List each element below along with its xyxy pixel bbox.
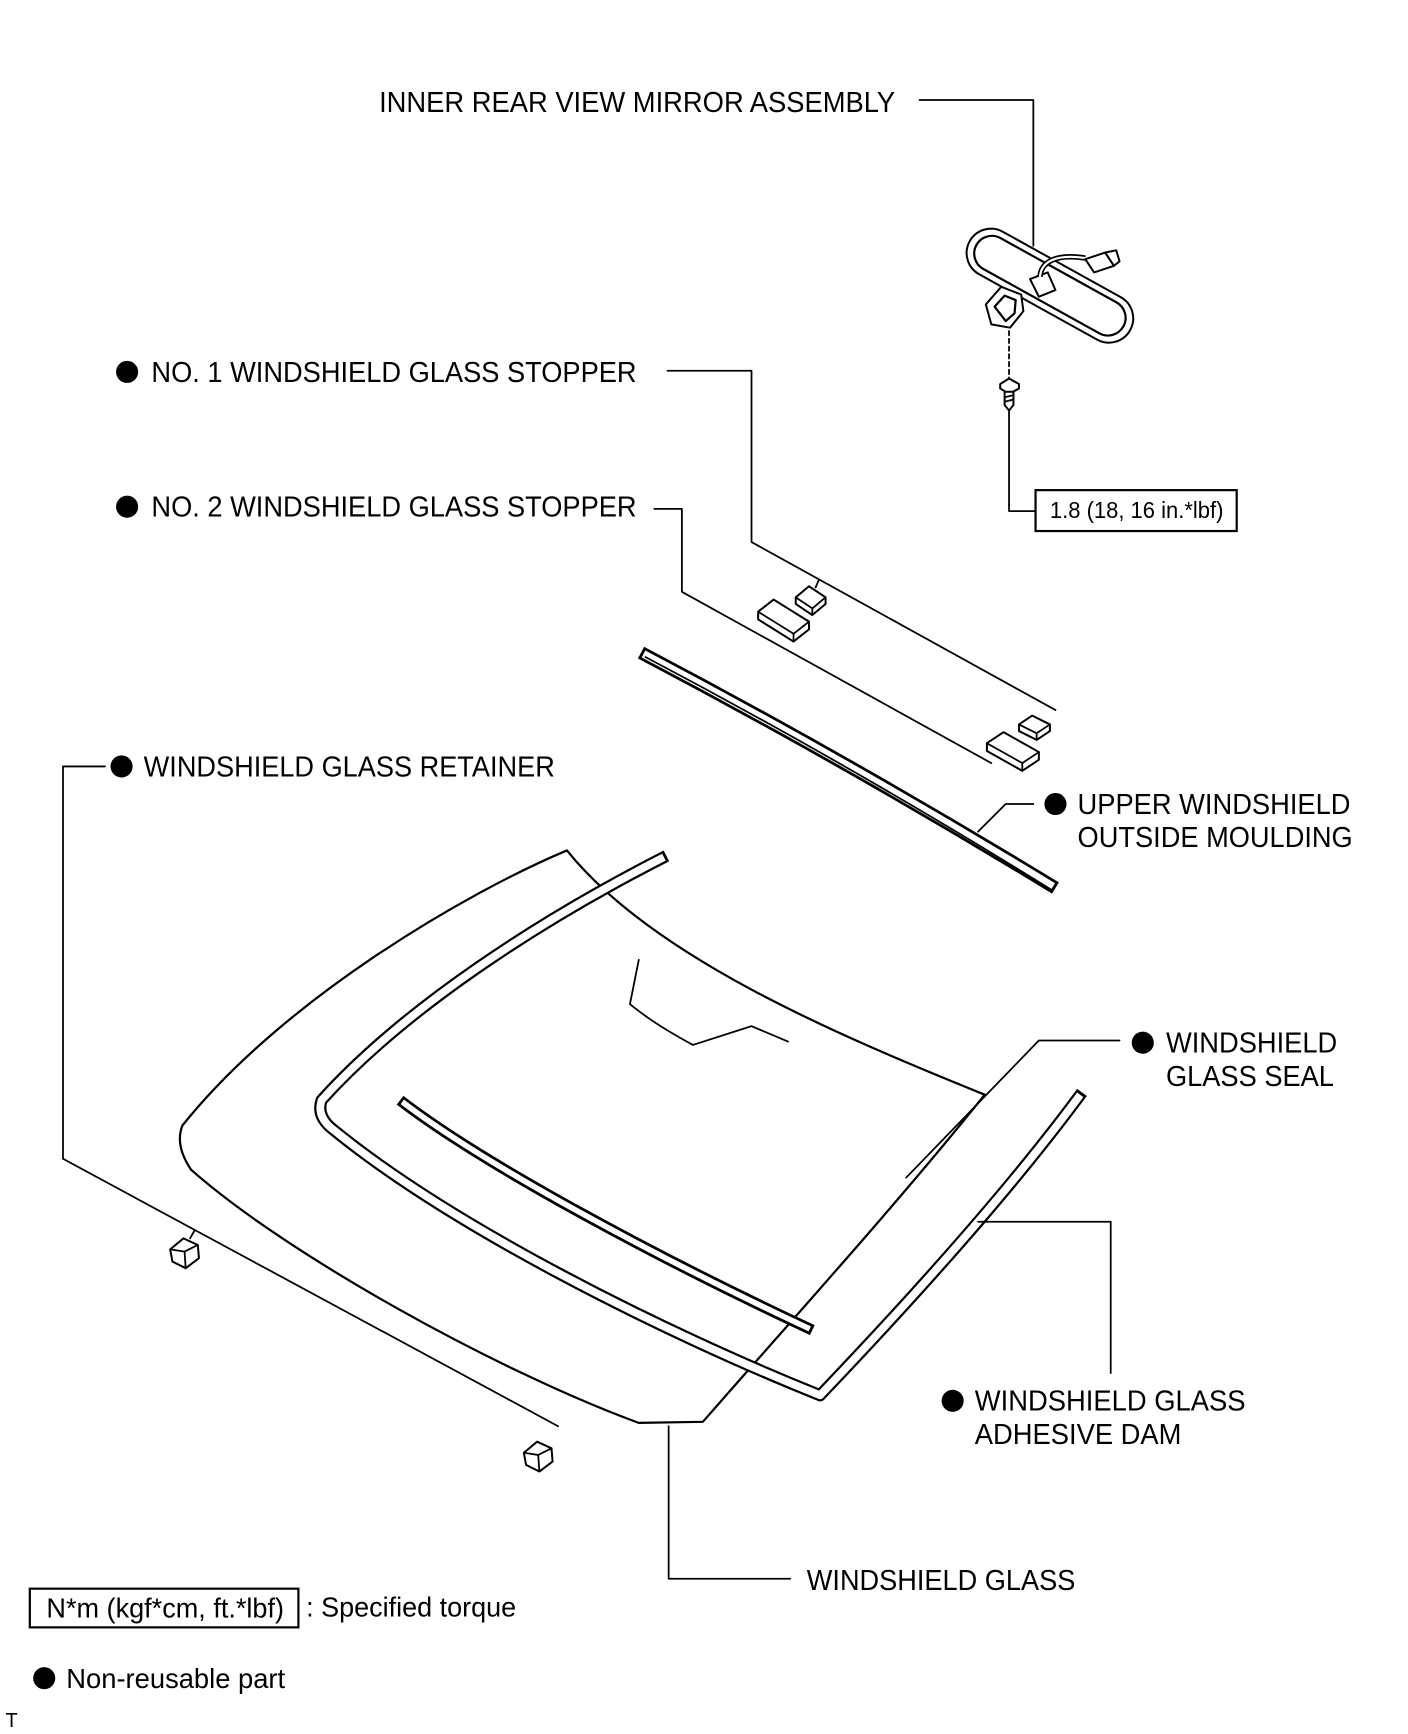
label-no1-windshield-glass-stopper: NO. 1 WINDSHIELD GLASS STOPPER xyxy=(151,357,636,389)
mirror-rim xyxy=(973,234,1127,337)
windshield-glass-outline xyxy=(178,849,986,1425)
leader-line-glass-seal xyxy=(905,1039,1121,1179)
mirror-assembly-illustration xyxy=(965,227,1135,344)
non-reusable-mark xyxy=(110,755,133,778)
label-upper-moulding-line-2: OUTSIDE MOULDING xyxy=(1078,822,1353,854)
leader-line-retainer xyxy=(62,765,560,1428)
label-glass-seal-line-1: WINDSHIELD xyxy=(1166,1028,1337,1060)
label-adhesive-dam-line-2: ADHESIVE DAM xyxy=(975,1419,1182,1451)
leader-line-stopper-no2 xyxy=(653,508,993,764)
leader-line-upper-moulding xyxy=(977,803,1035,833)
non-reusable-mark xyxy=(941,1389,964,1412)
leader-line-adhesive-dam xyxy=(977,1220,1112,1375)
torque-spec-box xyxy=(1034,489,1238,533)
stopper-no2-illustration xyxy=(757,598,1040,772)
label-upper-moulding-line-1: UPPER WINDSHIELD xyxy=(1078,789,1351,821)
legend-torque-unit: N*m (kgf*cm, ft.*lbf) xyxy=(46,1592,284,1623)
leader-line-mirror xyxy=(918,99,1035,247)
non-reusable-mark xyxy=(1044,792,1067,816)
non-reusable-mark xyxy=(1131,1031,1154,1054)
legend-non-reusable-mark xyxy=(33,1667,56,1690)
label-windshield-glass: WINDSHIELD GLASS xyxy=(807,1565,1076,1597)
legend: N*m (kgf*cm, ft.*lbf) : Specified torque… xyxy=(28,1587,516,1694)
leader-line-stopper-no1 xyxy=(666,369,1057,711)
mirror-mount-clip-inner xyxy=(993,294,1017,323)
non-reusable-mark xyxy=(116,495,139,518)
mirror-screw-illustration xyxy=(999,377,1020,412)
windshield-mirror-mount-print xyxy=(629,958,789,1046)
legend-non-reusable-caption: Non-reusable part xyxy=(66,1663,285,1694)
mirror-mount-clip xyxy=(984,285,1025,329)
adhesive-dam-illustration xyxy=(314,850,1087,1402)
retainer-clip-illustration xyxy=(522,1440,554,1473)
mirror-wire-inner xyxy=(1038,255,1086,278)
mirror-harness-connector-tab xyxy=(1104,249,1121,267)
upper-outside-moulding-illustration xyxy=(637,646,1059,894)
label-windshield-glass-retainer: WINDSHIELD GLASS RETAINER xyxy=(144,751,555,783)
torque-spec-value: 1.8 (18, 16 in.*lbf) xyxy=(1050,497,1224,523)
legend-torque-caption: : Specified torque xyxy=(306,1591,516,1622)
non-reusable-mark xyxy=(116,360,139,383)
windshield-glass-seal-illustration xyxy=(396,1095,815,1336)
label-inner-rear-view-mirror-assembly: INNER REAR VIEW MIRROR ASSEMBLY xyxy=(379,87,895,119)
legend-torque-box xyxy=(28,1587,300,1629)
leader-line-windshield-glass xyxy=(667,1425,792,1580)
label-glass-seal-line-2: GLASS SEAL xyxy=(1166,1061,1334,1093)
retainer-clip-illustration xyxy=(169,1237,200,1270)
stopper-no1-illustration xyxy=(794,585,1051,741)
label-adhesive-dam-line-1: WINDSHIELD GLASS xyxy=(975,1386,1246,1418)
leader-line-torque xyxy=(1008,410,1037,513)
label-no2-windshield-glass-stopper: NO. 2 WINDSHIELD GLASS STOPPER xyxy=(151,492,636,524)
corner-mark: T xyxy=(6,1710,18,1732)
windshield-glass-illustration xyxy=(178,849,986,1425)
